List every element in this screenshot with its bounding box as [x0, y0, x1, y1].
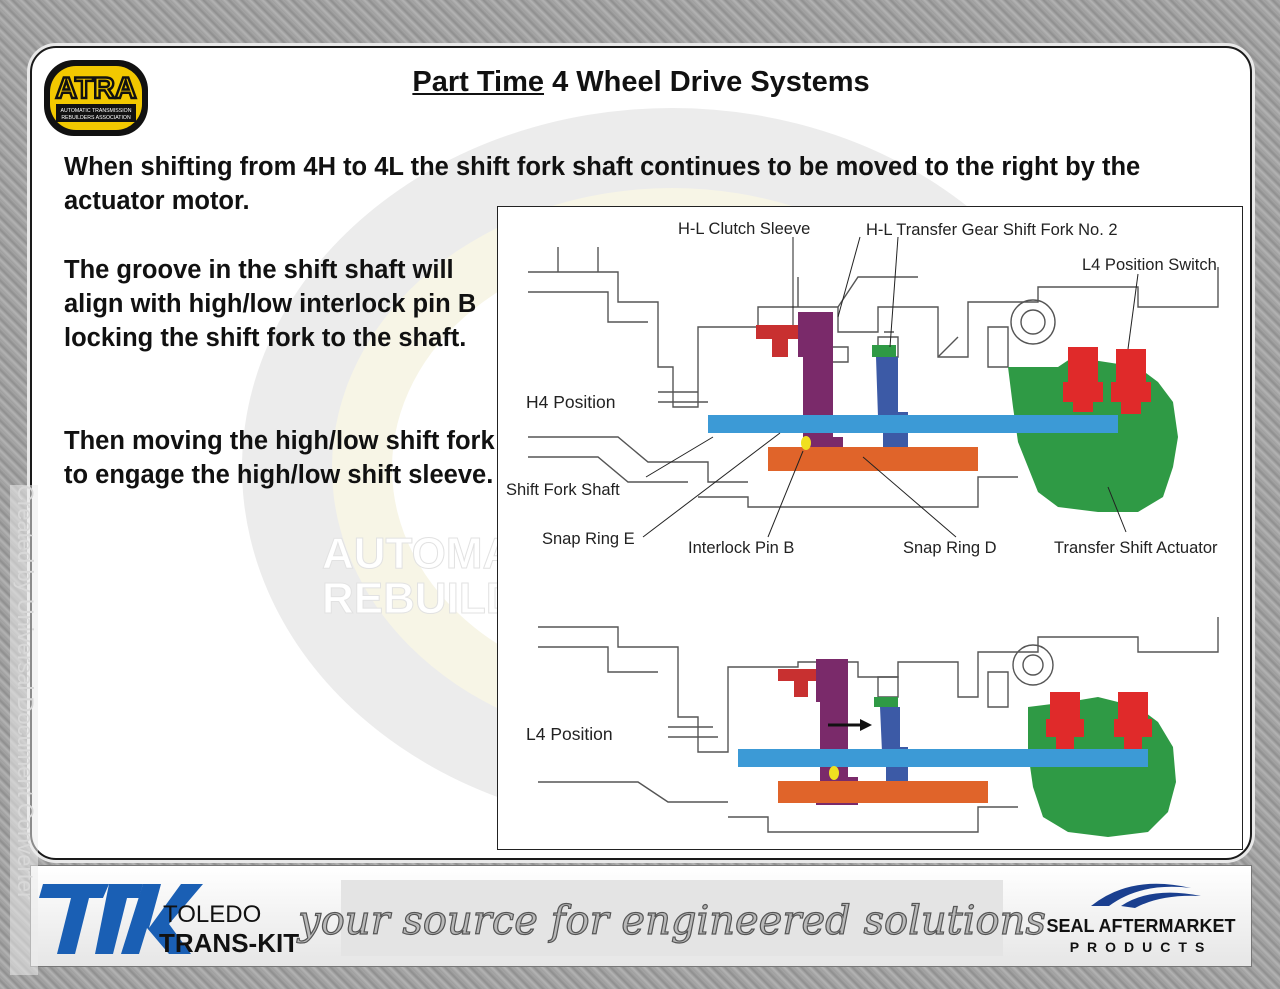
label-l4-switch: L4 Position Switch: [1082, 256, 1217, 274]
seal-line2: PRODUCTS: [1070, 939, 1213, 955]
slide-panel: AUTOMATIC TRANSMISSION REBUILDERS ASSOCI…: [30, 46, 1252, 860]
label-interlock-pin-b: Interlock Pin B: [688, 539, 794, 557]
label-transfer-shift-actuator: Transfer Shift Actuator: [1054, 539, 1218, 557]
seal-line1: SEAL AFTERMARKET: [1047, 916, 1236, 936]
label-hl-transfer-fork: H-L Transfer Gear Shift Fork No. 2: [866, 221, 1118, 239]
seal-aftermarket-logo: SEAL AFTERMARKET PRODUCTS: [1047, 883, 1236, 955]
l4-interlock-pin-b: [829, 766, 839, 780]
l4-hl-shift-sleeve: [778, 781, 988, 803]
converter-credit: Created by Universal Document Converter: [10, 485, 38, 975]
slogan-box: [341, 880, 1003, 956]
h4-leader-lines: [642, 236, 1139, 538]
atra-logo-text: ATRA: [55, 72, 136, 105]
footer-logos: TOLEDO TRANS-KIT your source for enginee…: [39, 880, 1236, 958]
h4-interlock-pin-b: [801, 436, 811, 450]
label-snap-ring-e: Snap Ring E: [542, 530, 635, 548]
arrow-right-icon: [828, 719, 872, 731]
h4-housing-outline: [528, 247, 1219, 508]
h4-shift-fork-no2: [876, 357, 908, 457]
label-h4-position: H4 Position: [526, 392, 616, 412]
slide-title: Part Time 4 Wheel Drive Systems: [32, 66, 1250, 99]
h4-shift-fork-shaft: [708, 415, 1118, 433]
ttk-line1: TOLEDO: [163, 901, 261, 928]
ttk-line2: TRANS-KIT: [159, 928, 299, 958]
label-l4-position: L4 Position: [526, 724, 613, 744]
title-rest: 4 Wheel Drive Systems: [544, 66, 870, 98]
label-hl-clutch-sleeve: H-L Clutch Sleeve: [678, 220, 810, 238]
diagram-svg: H-L Clutch Sleeve H-L Transfer Gear Shif…: [506, 220, 1219, 837]
title-underlined: Part Time: [412, 66, 545, 98]
label-snap-ring-d: Snap Ring D: [903, 539, 997, 557]
converter-credit-text: Created by Universal Document Converter: [13, 485, 38, 900]
transfer-case-diagram: H-L Clutch Sleeve H-L Transfer Gear Shif…: [497, 206, 1243, 850]
toledo-trans-kit-logo: TOLEDO TRANS-KIT: [39, 884, 299, 958]
atra-logo: ATRA AUTOMATIC TRANSMISSION REBUILDERS A…: [44, 60, 148, 136]
l4-shift-fork-shaft: [738, 749, 1148, 767]
h4-l4-position-switch: [1063, 347, 1151, 414]
paragraph-1: When shifting from 4H to 4L the shift fo…: [64, 153, 1141, 215]
l4-shift-fork-no2: [880, 707, 908, 787]
atra-logo-sub1: AUTOMATIC TRANSMISSION: [61, 108, 132, 114]
l4-l4-position-switch: [1046, 692, 1152, 749]
paragraph-3: Then moving the high/low shift fork to e…: [64, 427, 495, 489]
label-shift-fork-shaft: Shift Fork Shaft: [506, 481, 620, 499]
footer-banner: TOLEDO TRANS-KIT your source for enginee…: [30, 865, 1252, 967]
slogan-text: your source for engineered solutions: [296, 898, 1046, 944]
l4-hl-shift-fork: [816, 659, 858, 805]
paragraph-2: The groove in the shift shaft will align…: [64, 256, 477, 352]
atra-logo-sub2: REBUILDERS ASSOCIATION: [61, 115, 131, 121]
